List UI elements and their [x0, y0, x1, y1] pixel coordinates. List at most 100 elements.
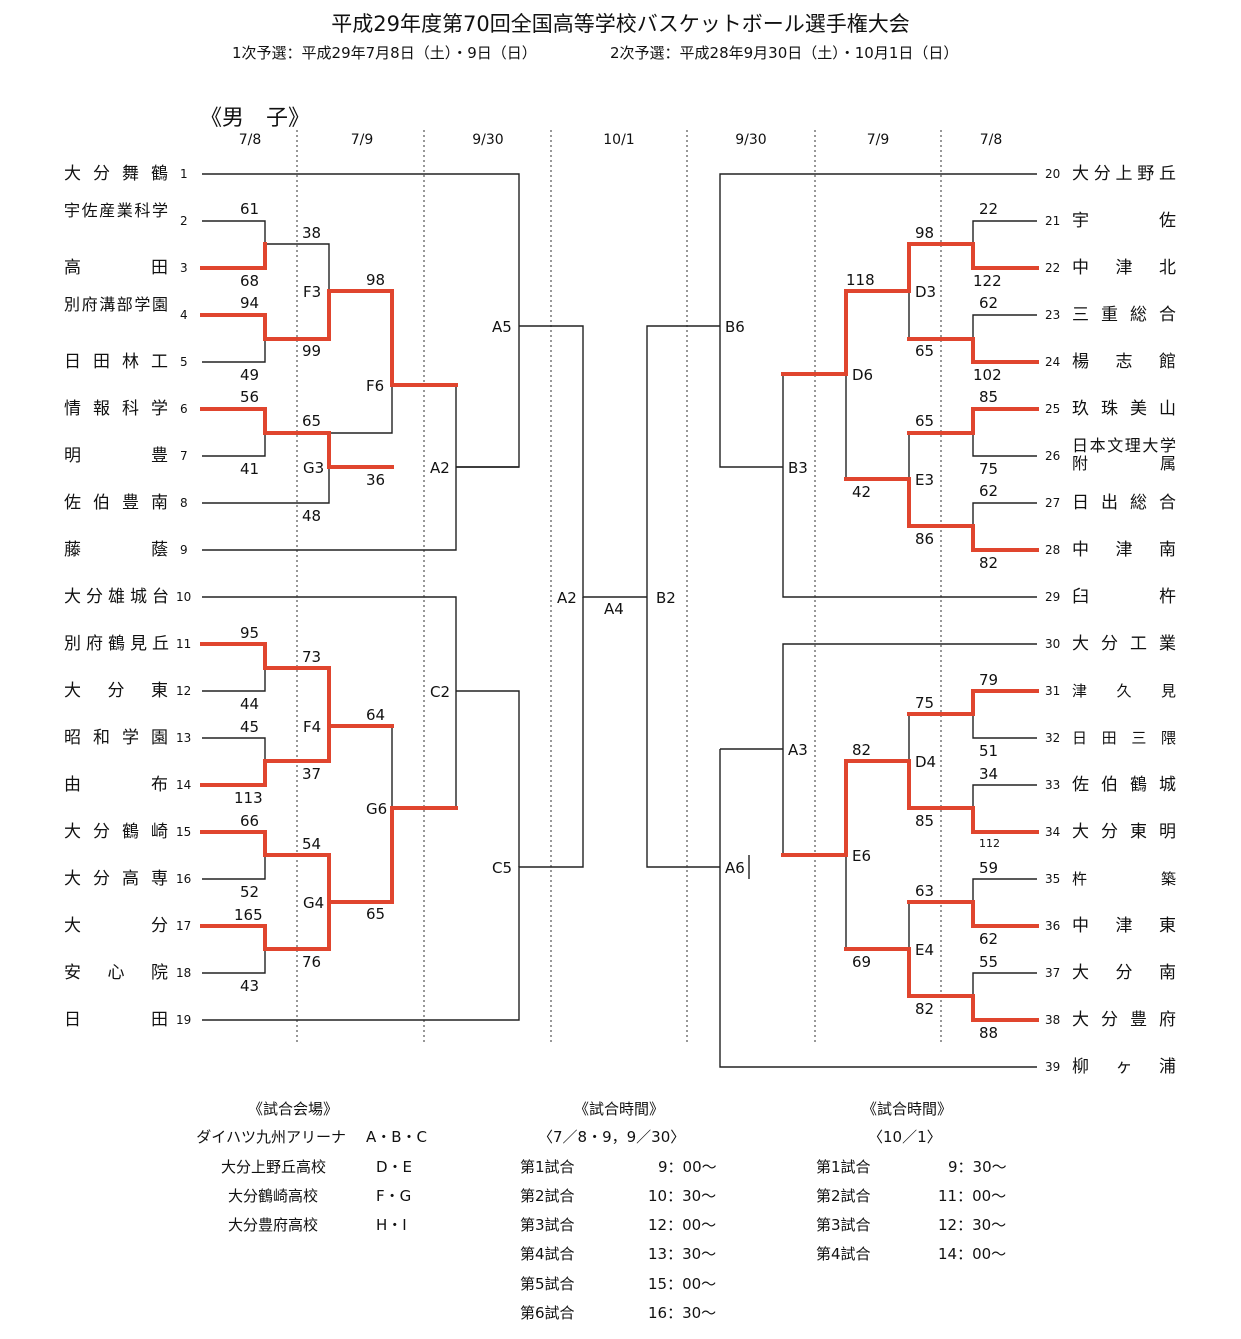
score: 44 [240, 695, 260, 713]
seed-number: 14 [176, 778, 192, 792]
team-name: 昭和学園 [64, 728, 168, 748]
team-name: 大分工業 [1072, 634, 1176, 654]
seed-number: 39 [1045, 1060, 1061, 1074]
score: 75 [979, 460, 999, 478]
team-name: 中津北 [1072, 258, 1176, 278]
seed-number: 11 [176, 637, 192, 651]
match-label: G4 [303, 894, 325, 912]
date-header: 9/30 [472, 132, 504, 148]
seed-number: 25 [1045, 402, 1061, 416]
team-name: 中津東 [1072, 916, 1176, 936]
seed-number: 23 [1045, 308, 1061, 322]
seed-number: 30 [1045, 637, 1061, 651]
team-name: 日本文理大学附属 [1072, 436, 1176, 473]
score: 34 [979, 765, 999, 783]
team-name: 日田 [64, 1010, 168, 1030]
seed-number: 3 [180, 261, 188, 275]
score: 122 [973, 272, 1002, 290]
team-name: 柳ヶ浦 [1072, 1057, 1176, 1077]
game-time: 12：30〜 [938, 1216, 1007, 1234]
seed-number: 37 [1045, 966, 1061, 980]
score: 65 [915, 412, 935, 430]
match-label: C5 [492, 859, 513, 877]
game-number: 第1試合 [520, 1158, 575, 1176]
seed-number: 4 [180, 308, 188, 322]
game-number: 第6試合 [520, 1304, 575, 1322]
match-label: B6 [725, 318, 745, 336]
match-label: F6 [366, 377, 385, 395]
team-name: 佐伯豊南 [64, 493, 168, 513]
score: 69 [852, 953, 872, 971]
venues-heading: 《試合会場》 [248, 1100, 339, 1118]
team-name: 別府鶴見丘 [64, 634, 169, 654]
team-name: 大分雄城台 [64, 587, 169, 607]
score: 51 [979, 742, 999, 760]
match-label: E6 [852, 847, 872, 865]
seed-number: 24 [1045, 355, 1061, 369]
seed-number: 17 [176, 919, 192, 933]
score: 66 [240, 812, 260, 830]
venue-name: 大分鶴崎高校 [227, 1187, 318, 1205]
team-name: 臼杵 [1072, 587, 1176, 607]
seed-number: 6 [180, 402, 188, 416]
seed-number: 5 [180, 355, 188, 369]
seed-number: 16 [176, 872, 192, 886]
score: 62 [979, 482, 999, 500]
date-header: 9/30 [735, 132, 767, 148]
venue-courts: A・B・C [366, 1128, 428, 1146]
seed-number: 29 [1045, 590, 1061, 604]
seed-number: 28 [1045, 543, 1061, 557]
seed-number: 12 [176, 684, 192, 698]
match-label: D3 [915, 283, 937, 301]
score: 48 [302, 507, 322, 525]
seed-number: 19 [176, 1013, 192, 1027]
seed-number: 26 [1045, 449, 1061, 463]
team-name: 日田林工 [64, 352, 168, 372]
score: 56 [240, 388, 260, 406]
game-number: 第3試合 [816, 1216, 871, 1234]
score: 98 [366, 271, 386, 289]
score: 86 [915, 530, 935, 548]
team-name: 大分豊府 [1072, 1010, 1176, 1030]
team-name: 大分高専 [64, 869, 168, 889]
seed-number: 38 [1045, 1013, 1061, 1027]
schedule-round2: 2次予選：平成28年9月30日（土）・10月1日（日） [610, 44, 959, 62]
seed-number: 2 [180, 214, 188, 228]
team-name: 高田 [64, 258, 168, 278]
team-name: 中津南 [1072, 540, 1176, 560]
seed-number: 1 [180, 167, 188, 181]
match-label: A6 [725, 859, 745, 877]
game-time: 15：00〜 [648, 1275, 717, 1293]
match-label: E4 [915, 941, 935, 959]
match-label: G6 [366, 800, 388, 818]
team-name: 由布 [64, 775, 168, 795]
team-name: 宇佐産業科学 [64, 201, 168, 220]
score: 54 [302, 835, 322, 853]
score: 85 [915, 812, 935, 830]
team-name: 日田三隈 [1072, 729, 1176, 747]
score: 82 [915, 1000, 935, 1018]
score: 82 [979, 554, 999, 572]
score: 43 [240, 977, 260, 995]
team-name: 楊志館 [1072, 352, 1176, 372]
times-heading: 《試合時間》 [574, 1100, 665, 1118]
seed-number: 27 [1045, 496, 1061, 510]
seed-number: 35 [1045, 872, 1061, 886]
score: 64 [366, 706, 386, 724]
score: 99 [302, 342, 322, 360]
match-label: B3 [788, 459, 808, 477]
team-name: 明豊 [64, 446, 168, 466]
game-number: 第4試合 [816, 1245, 871, 1263]
date-header: 10/1 [603, 132, 635, 148]
match-label: E3 [915, 471, 935, 489]
score: 61 [240, 200, 260, 218]
score: 94 [240, 294, 260, 312]
score: 22 [979, 200, 999, 218]
venue-name: 大分上野丘高校 [220, 1158, 326, 1176]
venue-courts: F・G [376, 1187, 412, 1205]
date-header: 7/8 [979, 132, 1003, 148]
score: 102 [973, 366, 1002, 384]
team-name: 大分鶴崎 [64, 822, 168, 842]
score: 75 [915, 694, 935, 712]
score: 45 [240, 718, 260, 736]
